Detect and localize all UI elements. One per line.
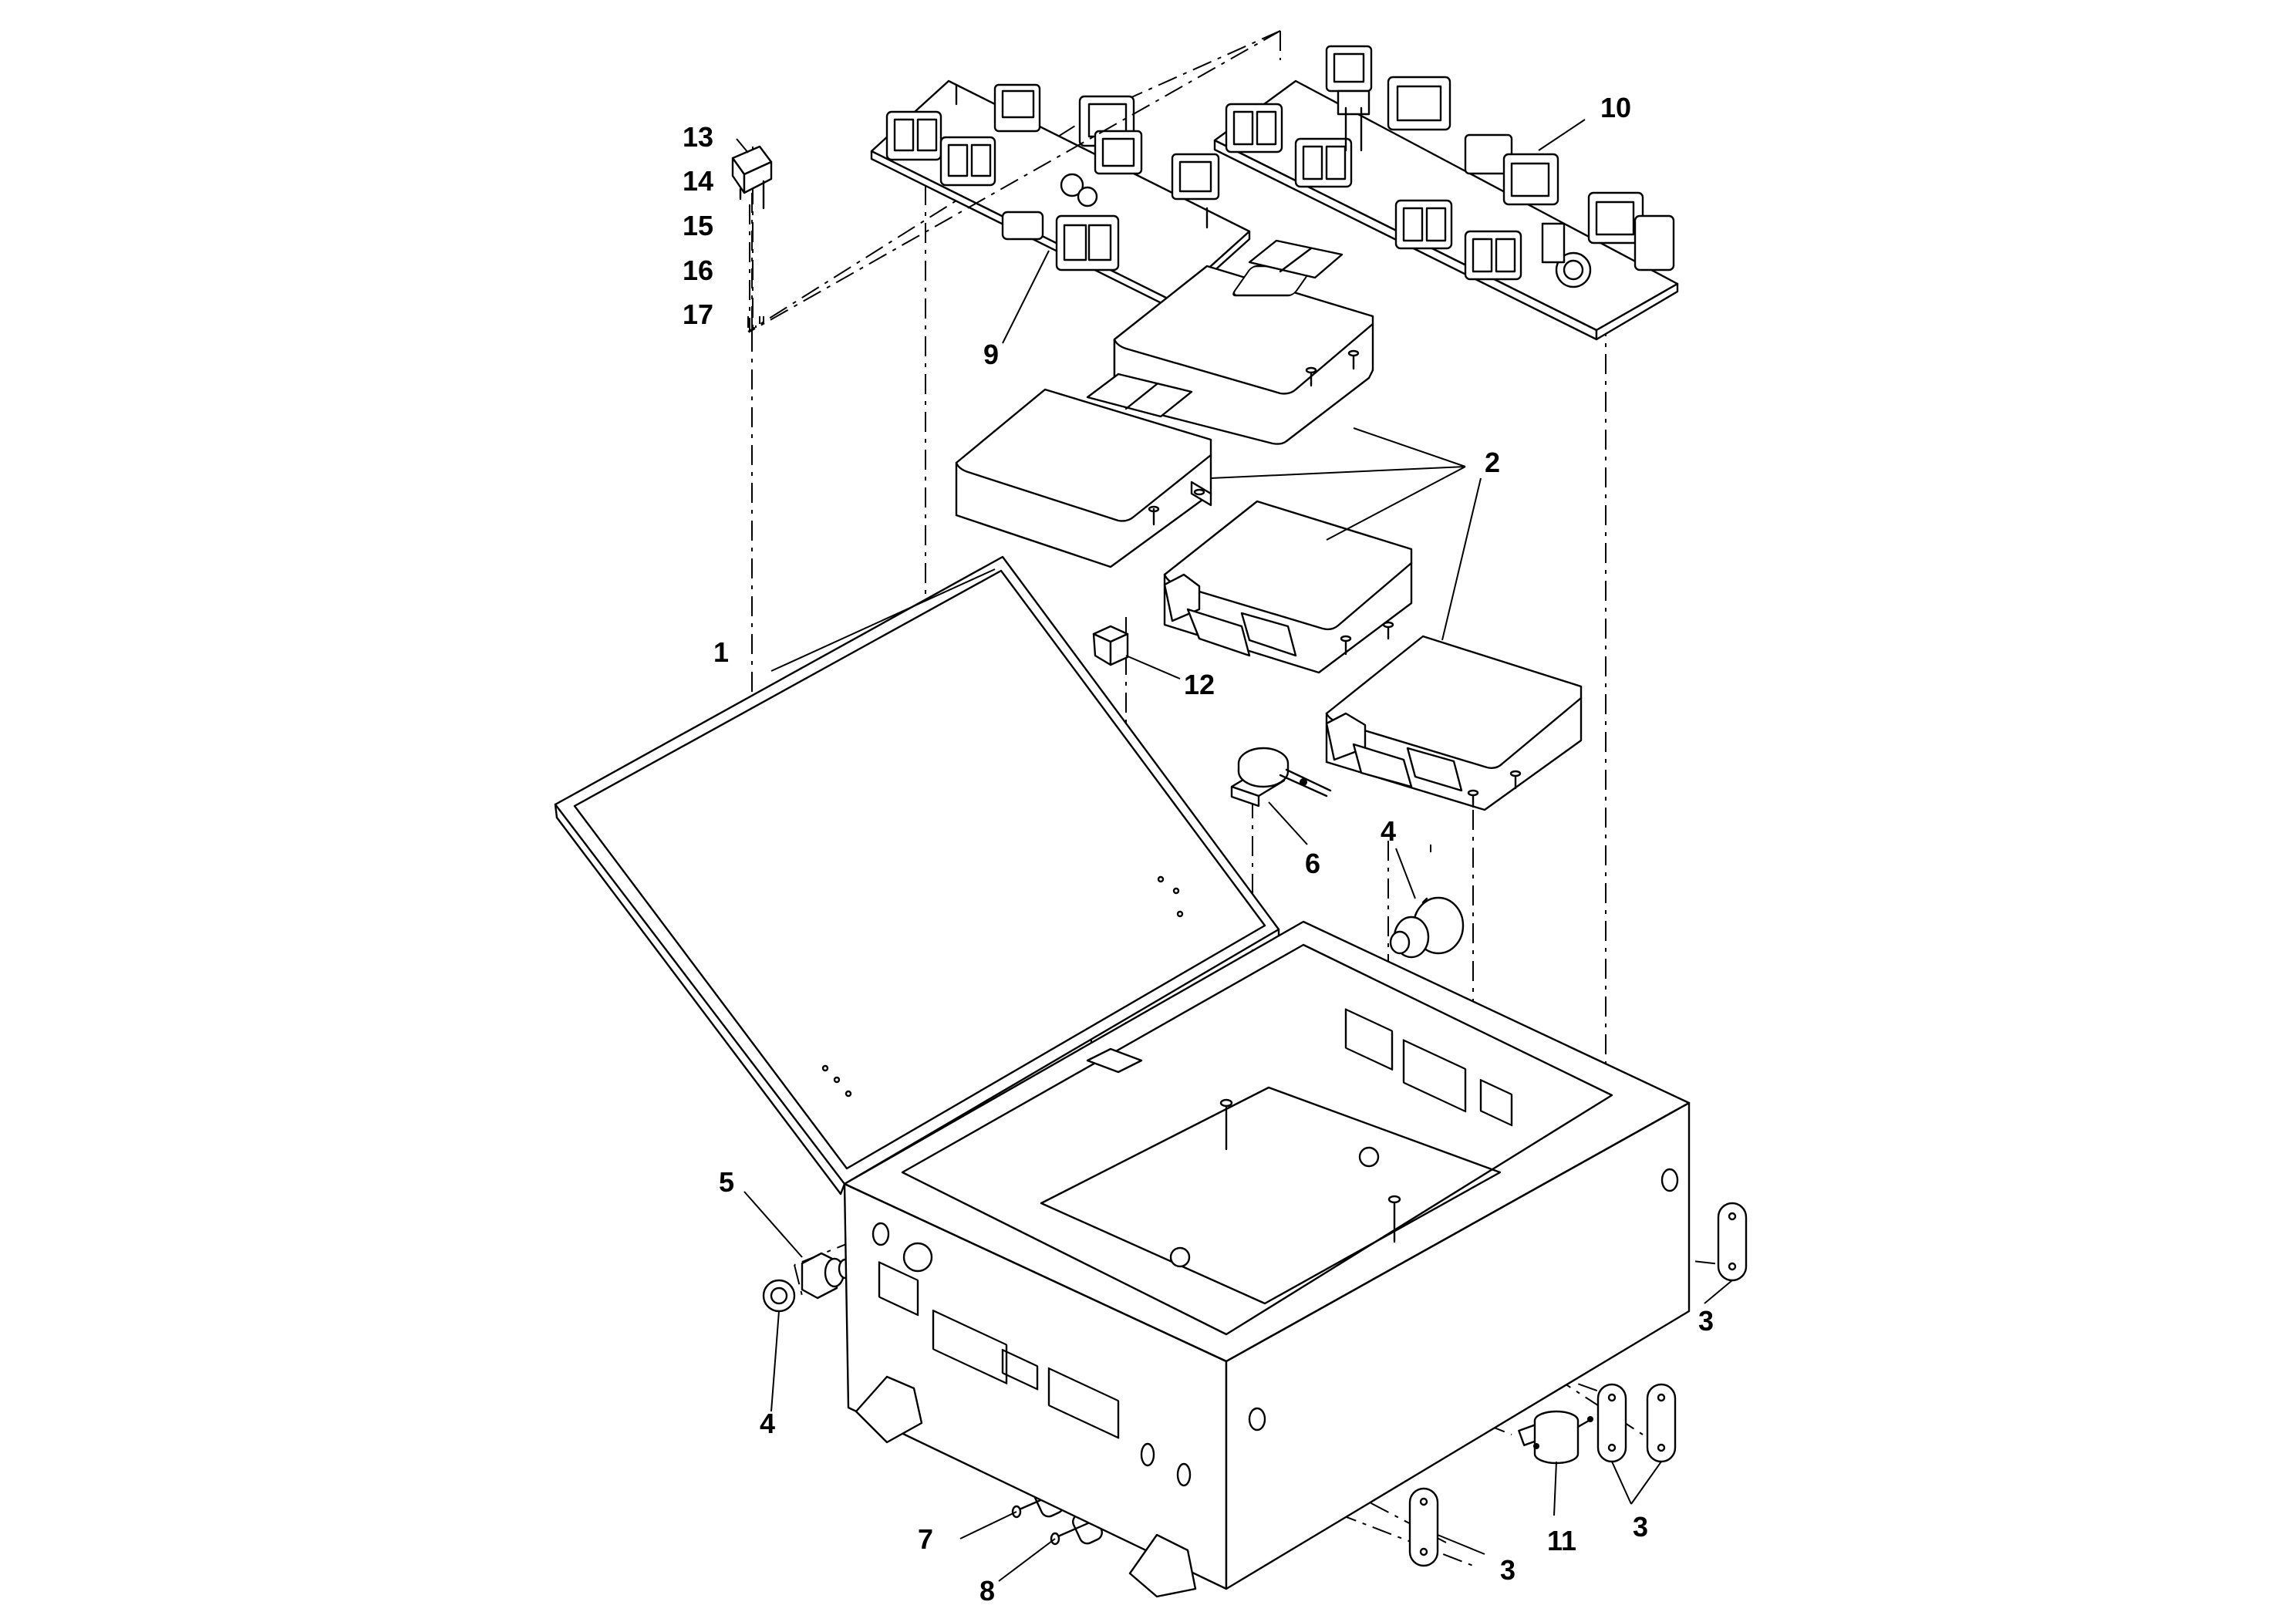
enclosure-lid-1 — [554, 555, 1280, 1195]
callout-5: 5 — [719, 1166, 734, 1198]
callout-4-upper: 4 — [1381, 815, 1396, 847]
callout-3-right: 3 — [1698, 1305, 1714, 1337]
callout-8: 8 — [979, 1575, 995, 1607]
callout-9: 9 — [983, 339, 999, 370]
leader-lines — [736, 119, 1733, 1582]
control-module-lower — [1325, 635, 1583, 811]
callout-3-bottom: 3 — [1500, 1554, 1515, 1586]
connector-4-lower — [762, 1279, 796, 1313]
callout-labels: 13 14 15 16 17 9 10 2 1 12 6 4 5 4 3 3 3… — [683, 92, 1714, 1607]
enclosure-body — [843, 920, 1691, 1598]
relay-11 — [1518, 1410, 1593, 1465]
callout-14: 14 — [683, 165, 713, 197]
control-module-top-left — [955, 373, 1212, 568]
connector-4-upper — [1389, 896, 1465, 959]
fuse — [731, 30, 1281, 333]
switch-12 — [1092, 625, 1129, 666]
plug-5 — [801, 1252, 853, 1300]
callout-10: 10 — [1600, 92, 1631, 123]
callout-3-pair: 3 — [1633, 1511, 1648, 1543]
callout-13: 13 — [683, 121, 713, 153]
callout-11: 11 — [1547, 1525, 1576, 1556]
relay-group — [1225, 45, 1675, 288]
callout-1: 1 — [713, 636, 729, 668]
cover-plates-3 — [1408, 1202, 1748, 1567]
callout-16: 16 — [683, 255, 713, 286]
callout-2: 2 — [1485, 447, 1500, 478]
callout-4-lower: 4 — [760, 1408, 775, 1439]
relay-group — [885, 83, 1220, 271]
control-module-middle — [1163, 500, 1413, 674]
callout-12: 12 — [1184, 669, 1215, 700]
callout-7: 7 — [918, 1523, 933, 1555]
callout-17: 17 — [683, 298, 713, 330]
circuit-board-10 — [1213, 45, 1679, 341]
buzzer-6 — [1230, 747, 1332, 808]
callout-15: 15 — [683, 210, 713, 241]
circuit-board-9 — [870, 79, 1251, 310]
callout-6: 6 — [1305, 848, 1320, 879]
